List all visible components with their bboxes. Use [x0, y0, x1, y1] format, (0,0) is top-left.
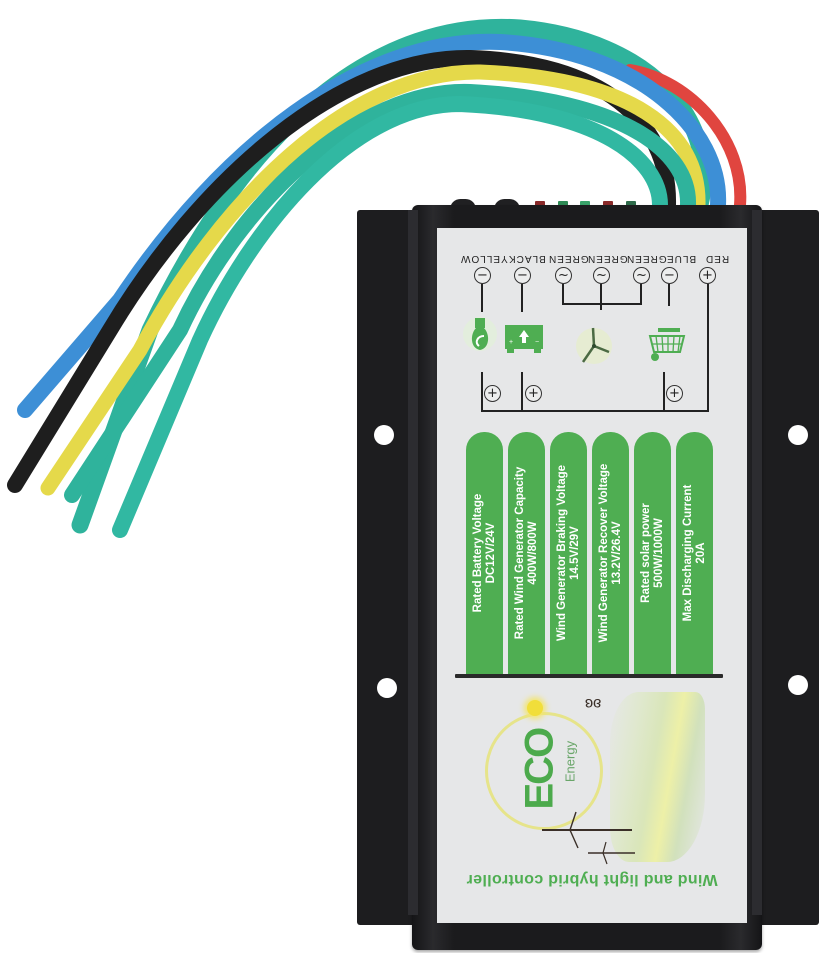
wiring-line — [521, 284, 523, 312]
housing-rail-left — [408, 210, 418, 915]
wire-green-inner — [64, 83, 697, 503]
spec-value: 14.5V/29V — [568, 526, 581, 580]
spec-label: Max Discharging Current — [681, 484, 694, 622]
terminal-battery-positive: + — [525, 385, 542, 402]
terminal-green-ac: ~ — [633, 267, 650, 284]
solar-panel-icon — [648, 328, 686, 361]
wiring-line — [600, 284, 602, 310]
terminal-label-yellow: YELLOW — [460, 253, 508, 264]
terminal-green-ac: ~ — [555, 267, 572, 284]
spec-value: 500W/1000W — [652, 518, 665, 588]
wire-yellow — [40, 64, 706, 496]
terminal-label-black: BLACK — [508, 253, 546, 264]
wiring-line — [521, 372, 523, 411]
terminal-yellow-negative: − — [474, 267, 491, 284]
spec-value: DC12V/24V — [484, 522, 497, 584]
wiring-line — [481, 410, 709, 412]
sun-icon — [527, 700, 543, 716]
wiring-line — [481, 284, 483, 312]
housing-rail-right — [752, 210, 762, 915]
spec-value: 400W/800W — [526, 521, 539, 585]
terminal-green-ac: ~ — [593, 267, 610, 284]
birds-icon: ʚɞ — [585, 695, 602, 712]
eco-logo-text: ECO — [517, 728, 562, 810]
wire-green-front — [112, 95, 668, 538]
terminal-label-blue: BLUE — [666, 253, 697, 264]
mounting-hole-bottom-left — [377, 678, 397, 698]
spec-label: Rated solar power — [639, 503, 652, 603]
spec-bar-baseline — [455, 674, 723, 678]
svg-text:−: − — [535, 339, 539, 346]
wiring-line — [562, 303, 642, 305]
spec-value: 20A — [694, 542, 707, 564]
terminal-red-positive: + — [699, 267, 716, 284]
terminal-blue-negative: − — [661, 267, 678, 284]
eco-logo-ring — [485, 712, 603, 830]
mounting-hole-bottom-right — [788, 675, 808, 695]
spec-label: Rated Battery Voltage — [471, 493, 484, 613]
spec-label: Wind Generator Recover Voltage — [597, 463, 610, 643]
product-title: Wind and light hybrid controller — [466, 871, 718, 888]
terminal-label-green: GREEN — [548, 253, 589, 264]
terminal-label-red: RED — [705, 253, 730, 264]
wiring-line — [481, 372, 483, 411]
wire-black — [7, 49, 677, 493]
wiring-line — [562, 284, 564, 304]
wiring-line — [640, 284, 642, 304]
terminal-black-negative: − — [514, 267, 531, 284]
spec-label: Rated Wind Generator Capacity — [513, 466, 526, 640]
landscape-illustration — [610, 692, 705, 862]
terminal-label-green: GREEN — [626, 253, 667, 264]
eco-logo-subtext: Energy — [562, 740, 578, 783]
spec-label: Wind Generator Braking Voltage — [555, 464, 568, 642]
mounting-hole-top-right — [788, 425, 808, 445]
terminal-solar-positive: + — [666, 385, 683, 402]
wiring-line — [707, 284, 709, 411]
wind-turbines-illustration-icon — [542, 811, 635, 865]
mounting-hole-top-left — [374, 425, 394, 445]
terminal-label-green: GREEN — [587, 253, 628, 264]
wiring-line — [663, 372, 665, 411]
wiring-line — [668, 284, 670, 306]
svg-text:+: + — [509, 339, 513, 346]
wind-turbine-icon — [576, 327, 612, 364]
battery-icon: + − — [505, 325, 543, 353]
spec-value: 13.2V/26.4V — [610, 521, 623, 585]
light-bulb-load-icon — [463, 317, 497, 351]
wire-red — [624, 64, 747, 211]
terminal-load-positive: + — [484, 385, 501, 402]
